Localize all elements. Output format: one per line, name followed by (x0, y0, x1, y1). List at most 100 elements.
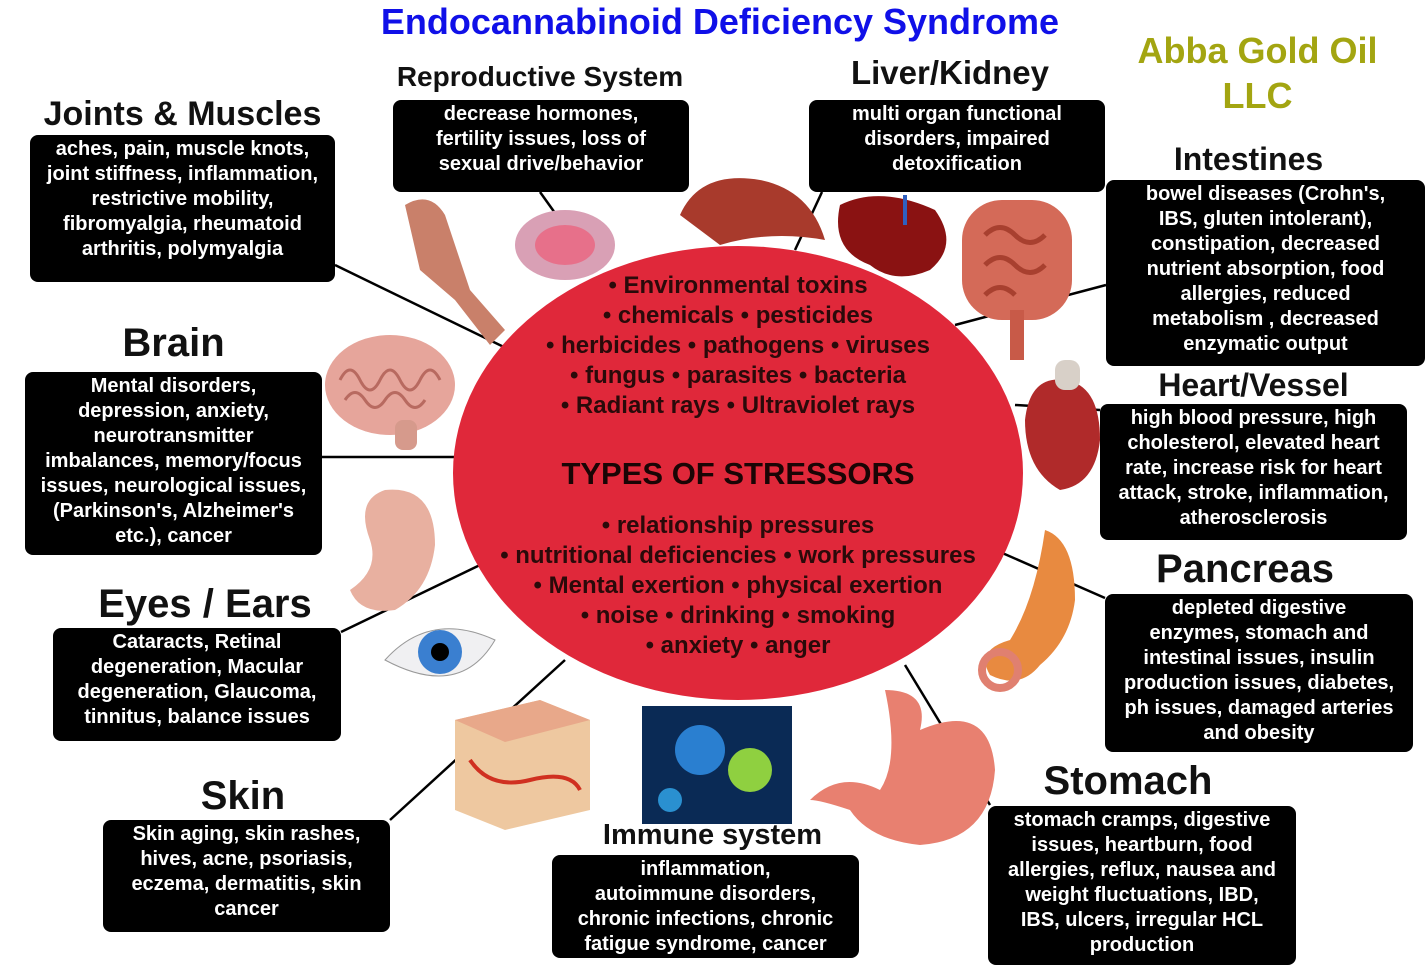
stressor-line: • Radiant rays • Ultraviolet rays (560, 392, 916, 419)
stressor-line: • chemicals • pesticides (602, 302, 874, 329)
symptom-line: stomach cramps, digestive (1013, 809, 1271, 831)
stomach-heading: Stomach (1043, 759, 1213, 803)
symptom-line: production (1089, 934, 1195, 956)
symptom-line: rate, increase risk for heart (1125, 457, 1382, 479)
symptom-line: sexual drive/behavior (438, 153, 644, 175)
symptom-line: and obesity (1203, 722, 1315, 744)
brand-line-2: LLC (1222, 75, 1293, 116)
skin-layers-image (455, 700, 590, 830)
symptom-line: Mental disorders, (90, 375, 257, 397)
heart-symptoms-box: high blood pressure, high cholesterol, el… (1100, 404, 1407, 540)
symptom-line: multi organ functional (852, 103, 1062, 125)
stressor-line: • herbicides • pathogens • viruses (546, 332, 930, 359)
reproductive-organ-image (515, 210, 615, 280)
muscle-leg-image (405, 199, 505, 345)
stomach-symptoms-box: stomach cramps, digestive issues, heartbu… (988, 806, 1296, 965)
symptom-line: eczema, dermatitis, skin (131, 873, 362, 895)
symptom-line: production issues, diabetes, (1123, 672, 1395, 694)
symptom-line: aches, pain, muscle knots, (55, 138, 310, 160)
eyes-ears-symptoms-box: Cataracts, Retinal degeneration, Macular d… (53, 628, 341, 741)
pancreas-heading: Pancreas (1156, 547, 1334, 591)
symptom-line: decrease hormones, (443, 103, 639, 125)
symptom-line: chronic infections, chronic (577, 908, 834, 930)
symptom-line: neurotransmitter (93, 425, 254, 447)
pancreas-image (978, 530, 1075, 692)
symptom-line: allergies, reduced (1180, 283, 1351, 305)
symptom-line: cancer (214, 898, 279, 920)
stressor-line: • Environmental toxins (608, 272, 868, 299)
symptom-line: attack, stroke, inflammation, (1118, 482, 1389, 504)
immune-heading: Immune system (602, 819, 823, 851)
immune-symptoms-box: inflammation, autoimmune disorders, chroni… (552, 855, 859, 958)
heart-image (1025, 360, 1100, 490)
stressor-line: • Mental exertion • physical exertion (533, 572, 943, 599)
symptom-line: issues, neurological issues, (40, 475, 307, 497)
intestines-image (962, 200, 1072, 360)
symptom-line: detoxification (891, 153, 1022, 175)
stomach-image (810, 690, 995, 845)
reproductive-heading: Reproductive System (396, 61, 684, 92)
virus-image (642, 706, 792, 824)
symptom-line: arthritis, polymyalgia (81, 238, 284, 260)
skin-symptoms-box: Skin aging, skin rashes, hives, acne, pso… (103, 820, 390, 932)
symptom-line: (Parkinson's, Alzheimer's (52, 500, 295, 522)
symptom-line: metabolism , decreased (1152, 308, 1379, 330)
brain-symptoms-box: Mental disorders, depression, anxiety, neu… (25, 372, 322, 555)
stressors-heading: TYPES OF STRESSORS (561, 456, 915, 491)
brand-line-1: Abba Gold Oil (1137, 30, 1378, 71)
symptom-line: IBS, gluten intolerant), (1158, 208, 1373, 230)
symptom-line: enzymes, stomach and (1149, 622, 1369, 644)
stressor-line: • anxiety • anger (645, 632, 831, 659)
stressor-line: • noise • drinking • smoking (580, 602, 896, 629)
ear-image (350, 489, 435, 611)
symptom-line: depression, anxiety, (78, 400, 269, 422)
symptom-line: autoimmune disorders, (594, 883, 817, 905)
stressor-line: • fungus • parasites • bacteria (570, 362, 906, 389)
symptom-line: enzymatic output (1183, 333, 1348, 355)
symptom-line: fatigue syndrome, cancer (584, 933, 827, 955)
intestines-symptoms-box: bowel diseases (Crohn's, IBS, gluten into… (1106, 180, 1425, 366)
reproductive-symptoms-box: decrease hormones, fertility issues, loss… (393, 100, 689, 192)
symptom-line: degeneration, Macular (90, 656, 304, 678)
symptom-line: fertility issues, loss of (435, 128, 647, 150)
symptom-line: constipation, decreased (1151, 233, 1380, 255)
stressor-line: • relationship pressures (601, 512, 875, 539)
symptom-line: high blood pressure, high (1130, 407, 1377, 429)
connector-joints (334, 263, 511, 352)
brain-image (325, 335, 455, 450)
symptom-line: fibromyalgia, rheumatoid (63, 213, 302, 235)
symptom-line: hives, acne, psoriasis, (140, 848, 353, 870)
stressors-ellipse (453, 246, 1023, 700)
symptom-line: etc.), cancer (115, 525, 232, 547)
symptom-line: ph issues, damaged arteries (1124, 697, 1394, 719)
eye-image (384, 628, 496, 677)
symptom-line: disorders, impaired (864, 128, 1050, 150)
brain-heading: Brain (122, 321, 225, 365)
skin-heading: Skin (200, 774, 286, 818)
eyes-ears-heading: Eyes / Ears (98, 582, 312, 626)
symptom-line: cholesterol, elevated heart (1127, 432, 1380, 454)
symptom-line: intestinal issues, insulin (1143, 647, 1375, 669)
symptom-line: Skin aging, skin rashes, (132, 823, 361, 845)
symptom-line: IBS, ulcers, irregular HCL (1020, 909, 1264, 931)
brand-name: Abba Gold Oil LLC (1115, 28, 1400, 118)
symptom-line: imbalances, memory/focus (45, 450, 302, 472)
liver-heading: Liver/Kidney (850, 54, 1050, 91)
joints-symptoms-box: aches, pain, muscle knots, joint stiffnes… (30, 135, 335, 282)
symptom-line: weight fluctuations, IBD, (1025, 884, 1259, 906)
symptom-line: bowel diseases (Crohn's, (1145, 183, 1386, 205)
symptom-line: nutrient absorption, food (1146, 258, 1385, 280)
symptom-line: degeneration, Glaucoma, (77, 681, 317, 703)
heart-heading: Heart/Vessel (1158, 367, 1349, 403)
page-title: Endocannabinoid Deficiency Syndrome (380, 1, 1060, 42)
symptom-line: joint stiffness, inflammation, (46, 163, 319, 185)
symptom-line: atherosclerosis (1179, 507, 1328, 529)
symptom-line: inflammation, (640, 858, 771, 880)
stressor-line: • nutritional deficiencies • work pressu… (500, 542, 976, 569)
symptom-line: issues, heartburn, food (1031, 834, 1253, 856)
liver-symptoms-box: multi organ functional disorders, impaire… (809, 100, 1105, 192)
symptom-line: allergies, reflux, nausea and (1008, 859, 1276, 881)
symptom-line: Cataracts, Retinal (112, 631, 282, 653)
